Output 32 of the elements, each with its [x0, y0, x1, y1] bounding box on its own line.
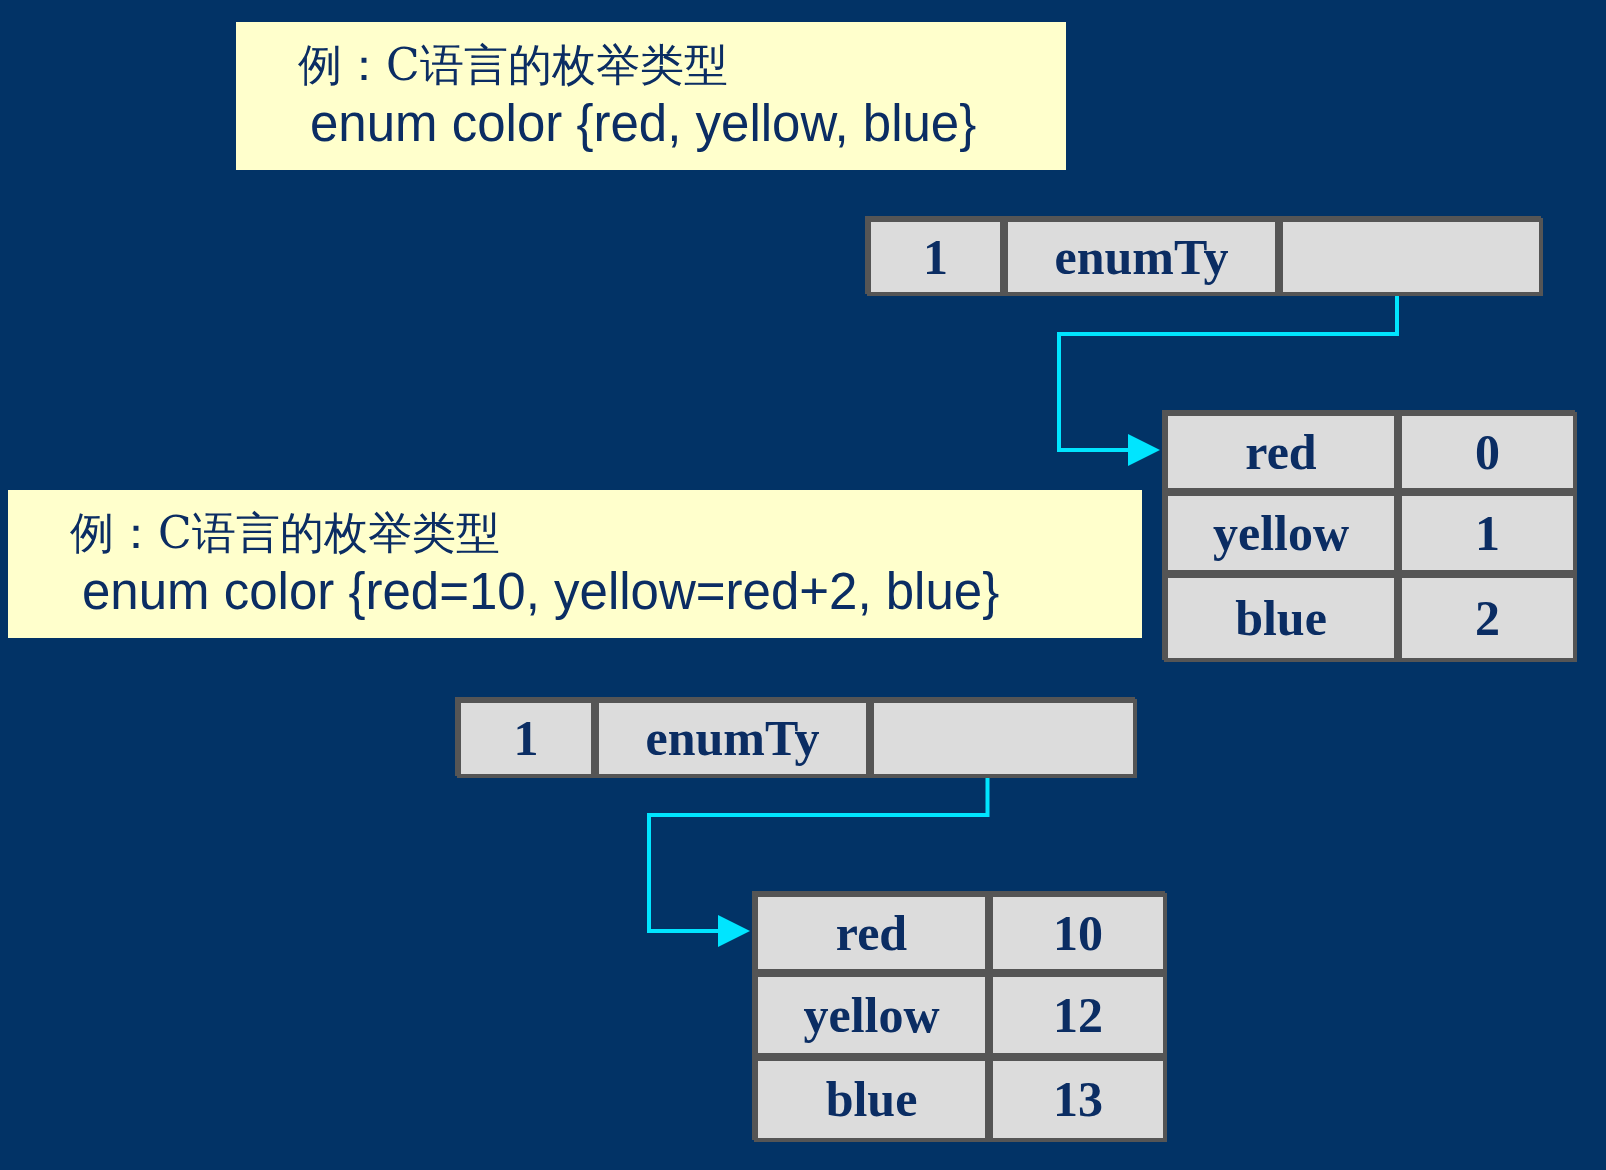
- table-cell: [867, 218, 1004, 296]
- cell-text: 1: [1475, 503, 1500, 563]
- cell-text: 2: [1475, 588, 1500, 648]
- code-line: enum color {red=10, yellow=red+2, blue}: [81, 561, 1001, 622]
- cell-text: blue: [825, 1070, 918, 1129]
- cell-text: enumTy: [1054, 227, 1229, 287]
- record-table: [455, 697, 1135, 776]
- arrow: [647, 776, 990, 947]
- note-heading: 例：C语言的枚举类型: [298, 37, 729, 92]
- pointer-cell: [870, 699, 1137, 778]
- cell-text: enumTy: [645, 709, 820, 768]
- pointer-cell: [1279, 218, 1543, 296]
- cell-text: red: [1245, 422, 1317, 482]
- cell-text: 0: [1475, 422, 1500, 482]
- cell-text: 13: [1053, 1070, 1103, 1129]
- note-box: [8, 490, 1142, 638]
- arrow: [1057, 294, 1399, 466]
- record-table: [865, 216, 1541, 294]
- note-heading: 例：C语言的枚举类型: [70, 505, 501, 560]
- cell-text: 1: [513, 709, 539, 768]
- record-table: [752, 891, 1165, 1140]
- cell-text: red: [835, 903, 908, 963]
- cell-text: 10: [1053, 903, 1103, 963]
- cell-text: blue: [1235, 588, 1327, 648]
- table-cell: [457, 699, 595, 778]
- cell-text: yellow: [1212, 503, 1350, 563]
- note-box: [236, 22, 1066, 170]
- code-line: enum color {red, yellow, blue}: [309, 93, 978, 154]
- cell-text: 1: [923, 227, 948, 287]
- cell-text: 12: [1053, 985, 1103, 1045]
- record-table: [1162, 410, 1575, 660]
- cell-text: yellow: [803, 985, 940, 1045]
